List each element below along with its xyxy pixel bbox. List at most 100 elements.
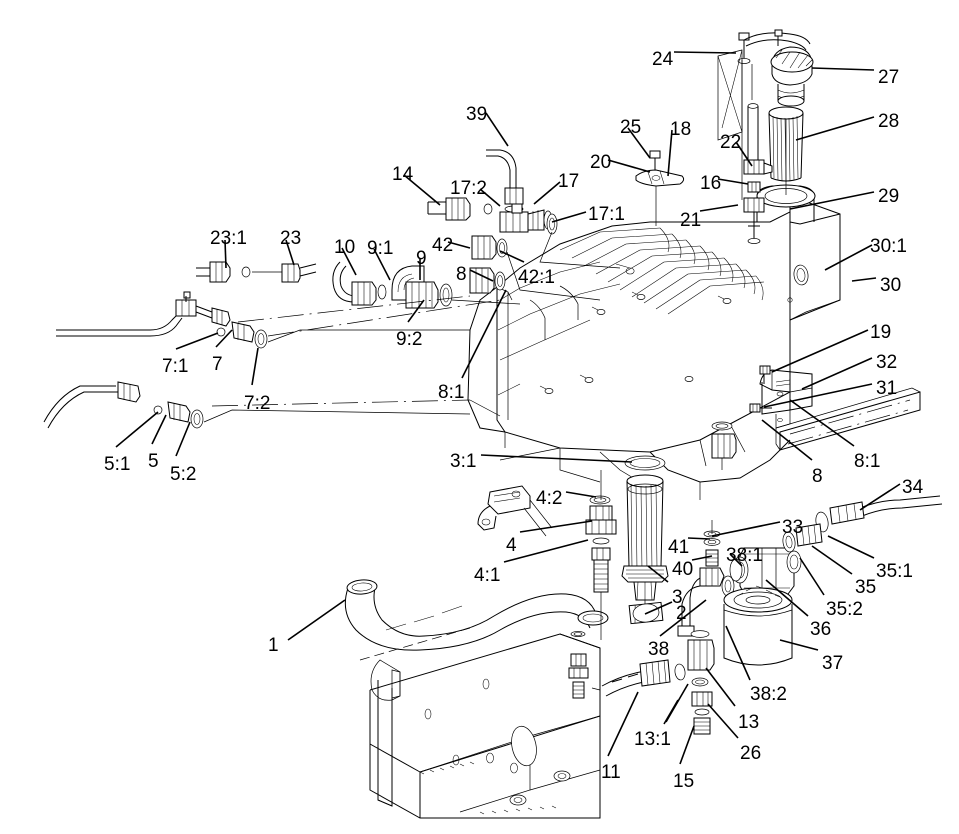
leader-line-23	[285, 239, 295, 266]
leader-line-40	[691, 555, 713, 561]
leader-line-9:1	[373, 248, 391, 281]
leader-line-c131b	[665, 683, 689, 723]
callout-label-17: 17	[558, 171, 580, 192]
leader-line-30:1	[824, 244, 873, 271]
callout-label-14: 14	[392, 164, 414, 185]
leader-line-15	[679, 725, 695, 765]
callout-label-1: 1	[268, 635, 279, 656]
leader-line-31	[763, 383, 873, 408]
leader-line-36	[765, 579, 809, 617]
callout-label-4: 4	[506, 535, 517, 556]
callout-label-37: 37	[822, 653, 844, 674]
leader-line-18	[667, 129, 673, 177]
strainer-28	[768, 106, 804, 195]
leader-line-8	[761, 419, 813, 461]
leader-line-2	[644, 601, 673, 615]
leader-line-29	[789, 191, 875, 210]
callout-label-4-2: 4:2	[536, 488, 563, 509]
leader-line-17:2	[479, 188, 501, 207]
item-9-elbow	[332, 261, 521, 309]
lower-right-fittings	[601, 630, 715, 735]
callout-label-20: 20	[590, 152, 612, 173]
leader-line-38:1	[729, 553, 743, 567]
construction-lines	[211, 295, 501, 661]
leader-line-34	[859, 483, 901, 511]
callout-label-9: 9	[416, 248, 427, 269]
leader-line-8	[469, 269, 494, 282]
leader-line-3:1	[480, 454, 633, 463]
item-4-valve	[585, 470, 617, 640]
callout-label-7-2: 7:2	[244, 393, 271, 414]
callout-label-8-1: 8:1	[854, 451, 881, 472]
item-17-tee-fitting	[427, 197, 621, 269]
callout-label-42-1: 42:1	[518, 267, 555, 288]
callout-label-30: 30	[880, 275, 902, 296]
leader-line-24	[673, 51, 737, 54]
leader-line-7:2	[251, 347, 259, 386]
callout-label-3: 3	[672, 587, 683, 608]
rail-bar	[775, 387, 921, 451]
lower-deck-fittings	[568, 631, 589, 699]
leader-line-4:1	[503, 539, 589, 563]
callout-label-17-1: 17:1	[588, 204, 625, 225]
item-34-hose	[782, 495, 943, 553]
callout-label-19: 19	[870, 322, 892, 343]
callout-label-10: 10	[334, 237, 356, 258]
leader-line-17:1	[551, 211, 587, 223]
callout-label-34: 34	[902, 477, 924, 498]
leader-line-32	[801, 357, 873, 390]
callout-label-7-1: 7:1	[162, 356, 189, 377]
leader-line-35:2	[799, 557, 825, 596]
leader-line-11	[607, 691, 639, 757]
callout-label-35: 35	[855, 577, 877, 598]
tank-body	[467, 184, 841, 483]
leader-line-38	[659, 599, 707, 637]
hidden-detail-lines	[469, 399, 701, 500]
callout-label-38-2: 38:2	[750, 684, 787, 705]
leader-line-5	[151, 414, 167, 445]
item-42-fitting	[471, 235, 601, 301]
callout-label-35-1: 35:1	[876, 561, 913, 582]
leader-line-33	[711, 521, 781, 537]
callout-label-8-1: 8:1	[438, 382, 465, 403]
leader-line-38:2	[725, 625, 751, 681]
callout-label-29: 29	[878, 186, 900, 207]
callout-label-28: 28	[878, 111, 900, 132]
callout-label-26: 26	[740, 743, 762, 764]
callout-label-33: 33	[782, 517, 804, 538]
callout-label-4-1: 4:1	[474, 565, 501, 586]
leader-line-5:2	[175, 421, 191, 457]
callout-label-23: 23	[280, 228, 302, 249]
leader-line-13	[705, 667, 736, 707]
item-8-fitting-lower	[711, 421, 737, 470]
leader-line-21	[699, 204, 739, 212]
leader-line-1	[287, 599, 346, 641]
callout-label-8: 8	[812, 466, 823, 487]
callout-label-22: 22	[720, 132, 742, 153]
callout-label-42: 42	[432, 235, 454, 256]
callout-label-13: 13	[738, 712, 760, 733]
callout-label-18: 18	[670, 119, 692, 140]
item-36-elbow	[677, 567, 725, 637]
leader-line-42:1	[499, 250, 525, 263]
item-23-fitting	[196, 261, 317, 283]
callout-leaders	[115, 51, 901, 765]
item-32-bracket	[749, 365, 813, 429]
leader-line-25	[627, 127, 651, 159]
callout-label-24: 24	[652, 49, 674, 70]
callout-label-38: 38	[648, 639, 670, 660]
leader-line-8:1	[789, 399, 855, 447]
linkage-arm	[477, 485, 553, 537]
leader-line-27	[811, 67, 875, 71]
callout-label-3-1: 3:1	[450, 451, 477, 472]
item-7-hose	[56, 291, 470, 349]
callout-label-15: 15	[673, 771, 695, 792]
filler-cap-27	[770, 46, 814, 107]
callout-label-2: 2	[676, 603, 687, 624]
leader-line-42	[447, 241, 471, 249]
callout-label-39: 39	[466, 104, 488, 125]
leader-line-7:1	[175, 332, 219, 350]
leader-line-39	[485, 112, 509, 147]
leader-line-17	[533, 181, 561, 205]
